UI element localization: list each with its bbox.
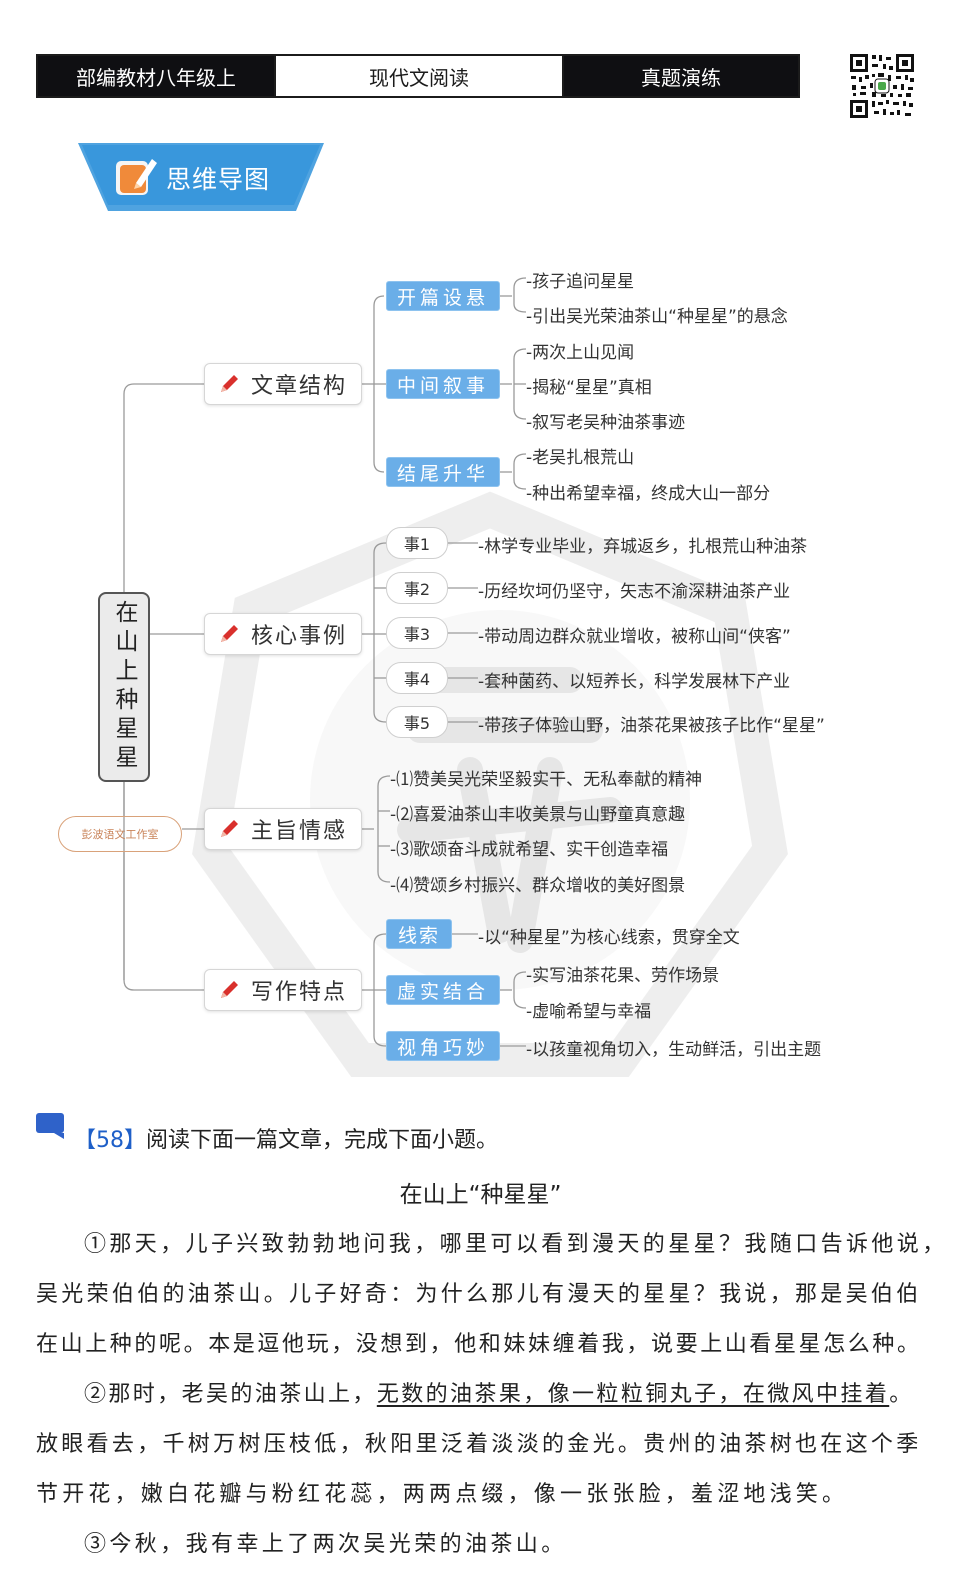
banner-title: 思维导图 bbox=[166, 165, 271, 194]
paragraph-line: 在山上种的呢。本是逗他玩，没想到，他和妹妹缠着我，说要上山看星星怎么种。 bbox=[36, 1332, 922, 1357]
pencil-icon bbox=[221, 375, 238, 392]
sub-node-label: 虚实结合 bbox=[396, 980, 489, 1003]
sub-node-label: 视角巧妙 bbox=[396, 1036, 489, 1059]
question-marker-icon bbox=[36, 1113, 64, 1139]
event-label: 事1 bbox=[403, 535, 431, 554]
leaf-item: -引出吴光荣油茶山“种星星”的悬念 bbox=[526, 307, 788, 327]
paragraph-line: ②那时，老吴的油茶山上，无数的油茶果，像一粒粒铜丸子，在微风中挂着。 bbox=[84, 1376, 914, 1408]
paragraph-line: ③今秋，我有幸上了两次吴光荣的油茶山。 bbox=[84, 1532, 567, 1557]
leaf-item: -⑷赞颂乡村振兴、群众增收的美好图景 bbox=[390, 876, 686, 896]
leaf-item: -两次上山见闻 bbox=[526, 343, 635, 363]
leaf-item: -⑴赞美吴光荣坚毅实干、无私奉献的精神 bbox=[390, 770, 703, 790]
header-grade-cell: 部编教材八年级上 bbox=[36, 54, 276, 98]
mindmap-connectors bbox=[123, 277, 527, 1047]
sub-node-opening: 开篇设悬 bbox=[386, 281, 500, 311]
leaf-item: -带孩子体验山野，油茶花果被孩子比作“星星” bbox=[478, 716, 825, 736]
sub-node-label: 开篇设悬 bbox=[396, 286, 489, 309]
sub-node-label: 中间叙事 bbox=[396, 374, 489, 397]
category-structure: 文章结构 bbox=[204, 363, 362, 405]
event-node-2: 事2 bbox=[386, 572, 448, 604]
event-label: 事4 bbox=[403, 670, 431, 689]
mindmap-root: 在山上种星星 bbox=[98, 592, 150, 782]
pencil-icon bbox=[221, 625, 238, 642]
category-events: 核心事例 bbox=[204, 613, 362, 655]
sub-node-clue: 线索 bbox=[386, 919, 452, 949]
leaf-item: -孩子追问星星 bbox=[526, 272, 635, 292]
leaf-item: -林学专业毕业，弃城返乡，扎根荒山种油茶 bbox=[478, 537, 808, 557]
header-practice-cell: 真题演练 bbox=[562, 54, 800, 98]
pencil-icon bbox=[221, 981, 238, 998]
header-practice-text: 真题演练 bbox=[641, 65, 721, 90]
event-label: 事3 bbox=[403, 625, 431, 644]
event-node-3: 事3 bbox=[386, 617, 448, 649]
category-writing: 写作特点 bbox=[204, 969, 362, 1011]
leaf-item: -老吴扎根荒山 bbox=[526, 448, 635, 468]
article-title: 在山上“种星星” bbox=[399, 1182, 562, 1208]
sub-node-middle: 中间叙事 bbox=[386, 369, 500, 399]
paragraph-line: ①那天，儿子兴致勃勃地问我，哪里可以看到漫天的星星？我随口告诉他说， bbox=[84, 1232, 948, 1257]
studio-stamp-text: 彭波语文工作室 bbox=[81, 828, 159, 841]
leaf-item: -种出希望幸福，终成大山一部分 bbox=[526, 484, 771, 504]
leaf-item: -实写油茶花果、劳作场景 bbox=[526, 966, 720, 986]
leaf-item: -⑵喜爱油茶山丰收美景与山野童真意趣 bbox=[390, 805, 686, 825]
mindmap-banner bbox=[78, 143, 324, 211]
paragraph-text: 。 bbox=[889, 1382, 914, 1407]
event-node-5: 事5 bbox=[386, 706, 448, 738]
category-label: 写作特点 bbox=[251, 980, 348, 1005]
leaf-item: -带动周边群众就业增收，被称山间“侠客” bbox=[478, 627, 791, 647]
leaf-item: -套种菌药、以短养长，科学发展林下产业 bbox=[478, 672, 791, 692]
question-line: 【58】阅读下面一篇文章，完成下面小题。 bbox=[74, 1122, 498, 1154]
header-grade-text: 部编教材八年级上 bbox=[76, 65, 236, 90]
underlined-sentence: 无数的油茶果，像一粒粒铜丸子，在微风中挂着 bbox=[376, 1382, 890, 1407]
leaf-item: -叙写老吴种油茶事迹 bbox=[526, 413, 686, 433]
pencil-icon bbox=[221, 820, 238, 837]
leaf-item: -揭秘“星星”真相 bbox=[526, 378, 652, 398]
paragraph-text: ②那时，老吴的油茶山上， bbox=[84, 1382, 377, 1407]
leaf-item: -⑶歌颂奋斗成就希望、实干创造幸福 bbox=[390, 840, 669, 860]
sub-node-real-virtual: 虚实结合 bbox=[386, 975, 500, 1005]
question-number: 【58】 bbox=[74, 1128, 146, 1153]
leaf-item: -以“种星星”为核心线索，贯穿全文 bbox=[478, 928, 740, 948]
paragraph-line: 节开花，嫩白花瓣与粉红花蕊，两两点缀，像一张张脸，羞涩地浅笑。 bbox=[36, 1482, 849, 1507]
event-node-4: 事4 bbox=[386, 662, 448, 694]
sub-node-ending: 结尾升华 bbox=[386, 457, 500, 487]
sub-node-label: 线索 bbox=[397, 924, 440, 947]
leaf-item: -以孩童视角切入，生动鲜活，引出主题 bbox=[526, 1040, 822, 1060]
mindmap-root-label: 在山上种星星 bbox=[111, 600, 137, 774]
header-subject-text: 现代文阅读 bbox=[369, 65, 469, 90]
category-theme: 主旨情感 bbox=[204, 808, 362, 850]
sub-node-perspective: 视角巧妙 bbox=[386, 1031, 500, 1061]
event-label: 事5 bbox=[403, 714, 431, 733]
event-label: 事2 bbox=[403, 580, 431, 599]
event-node-1: 事1 bbox=[386, 527, 448, 559]
header-subject-cell: 现代文阅读 bbox=[276, 54, 562, 98]
leaf-item: -历经坎坷仍坚守，矢志不渝深耕油茶产业 bbox=[478, 582, 791, 602]
category-label: 核心事例 bbox=[251, 624, 348, 649]
qr-code-icon bbox=[848, 52, 916, 120]
paragraph-line: 放眼看去，千树万树压枝低，秋阳里泛着淡淡的金光。贵州的油茶树也在这个季 bbox=[36, 1432, 922, 1457]
category-label: 主旨情感 bbox=[251, 819, 348, 844]
studio-stamp: 彭波语文工作室 bbox=[58, 816, 182, 852]
paragraph-line: 吴光荣伯伯的油茶山。儿子好奇：为什么那儿有漫天的星星？我说，那是吴伯伯 bbox=[36, 1282, 922, 1307]
category-label: 文章结构 bbox=[251, 374, 348, 399]
leaf-item: -虚喻希望与幸福 bbox=[526, 1002, 652, 1022]
question-prompt: 阅读下面一篇文章，完成下面小题。 bbox=[146, 1128, 499, 1153]
sub-node-label: 结尾升华 bbox=[396, 462, 489, 485]
